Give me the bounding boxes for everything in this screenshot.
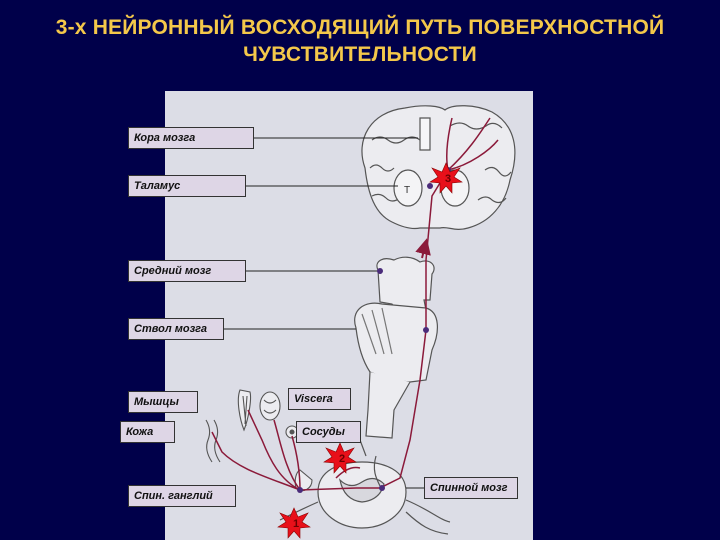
thalamus-marker: T [404, 185, 410, 196]
title-line-2: ЧУВСТВИТЕЛЬНОСТИ [243, 43, 477, 66]
neuron-2-label: 2 [339, 453, 345, 465]
neuron-2-star: 2 [323, 442, 357, 474]
label-vessels: Сосуды [296, 421, 361, 443]
neuron-3-label: 3 [445, 173, 451, 185]
slide-title: 3-х НЕЙРОННЫЙ ВОСХОДЯЩИЙ ПУТЬ ПОВЕРХНОСТ… [0, 14, 720, 68]
label-spinal-cord: Спинной мозг [424, 477, 518, 499]
label-muscles: Мышцы [128, 391, 198, 413]
neuron-1-label: 1 [293, 518, 299, 530]
neuron-3-star: 3 [429, 162, 463, 194]
label-viscera: Viscera [288, 388, 351, 410]
label-brainstem: Ствол мозга [128, 318, 224, 340]
label-thalamus: Таламус [128, 175, 246, 197]
peripheral-organs [205, 389, 313, 491]
label-cortex: Кора мозга [128, 127, 254, 149]
title-line-1: 3-х НЕЙРОННЫЙ ВОСХОДЯЩИЙ ПУТЬ ПОВЕРХНОСТ… [55, 16, 665, 39]
label-spinal-ganglion: Спин. ганглий [128, 485, 236, 507]
brain-section [361, 105, 516, 231]
label-midbrain: Средний мозг [128, 260, 246, 282]
brainstem-shape [354, 256, 438, 439]
neuron-1-star: 1 [277, 507, 311, 539]
label-skin: Кожа [120, 421, 175, 443]
